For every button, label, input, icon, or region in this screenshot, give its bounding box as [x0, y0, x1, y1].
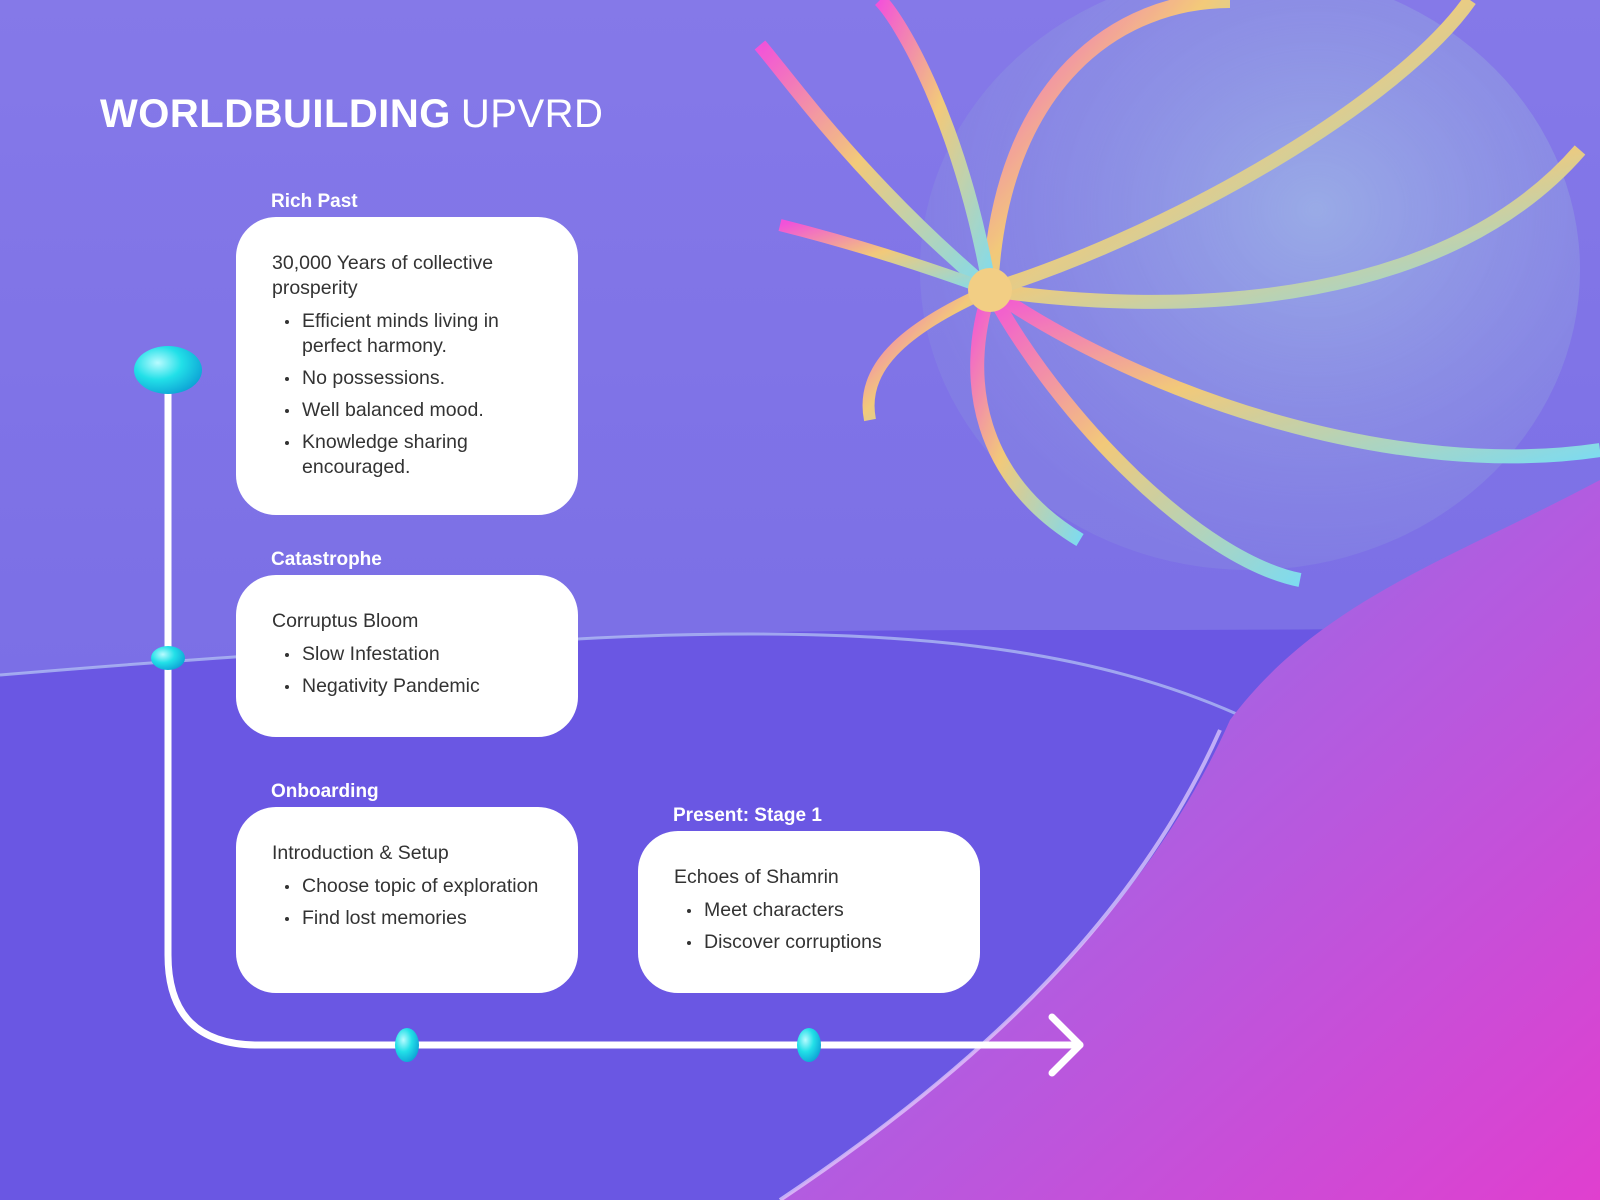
stage-card-rich-past: 30,000 Years of collective prosperity Ef… — [236, 217, 578, 515]
stage-card-present: Echoes of Shamrin Meet characters Discov… — [638, 831, 980, 993]
list-item: No possessions. — [272, 366, 548, 391]
list-item: Well balanced mood. — [272, 398, 548, 423]
timeline-node-catastrophe — [151, 646, 185, 670]
title-light: UPVRD — [460, 92, 604, 136]
list-item: Efficient minds living in perfect harmon… — [272, 309, 548, 359]
card-title: 30,000 Years of collective prosperity — [272, 252, 494, 299]
timeline-node-rich-past — [134, 346, 202, 394]
card-title: Echoes of Shamrin — [674, 866, 839, 888]
card-list: Meet characters Discover corruptions — [674, 898, 950, 955]
list-item: Discover corruptions — [674, 930, 950, 955]
card-list: Slow Infestation Negativity Pandemic — [272, 642, 548, 699]
list-item: Find lost memories — [272, 906, 548, 931]
list-item: Knowledge sharing encouraged. — [272, 430, 548, 480]
timeline-node-onboarding — [395, 1028, 419, 1062]
card-list: Efficient minds living in perfect harmon… — [272, 309, 548, 480]
timeline-node-present — [797, 1028, 821, 1062]
stage-label-present: Present: Stage 1 — [673, 805, 822, 826]
list-item: Negativity Pandemic — [272, 674, 548, 699]
stage-label-catastrophe: Catastrophe — [271, 549, 382, 570]
stage-card-catastrophe: Corruptus Bloom Slow Infestation Negativ… — [236, 575, 578, 737]
list-item: Meet characters — [674, 898, 950, 923]
stage-label-rich-past: Rich Past — [271, 191, 358, 212]
list-item: Choose topic of exploration — [272, 874, 548, 899]
card-title: Introduction & Setup — [272, 842, 449, 864]
stage-card-onboarding: Introduction & Setup Choose topic of exp… — [236, 807, 578, 993]
title-bold: WORLDBUILDING — [100, 92, 451, 136]
card-title: Corruptus Bloom — [272, 610, 419, 632]
stage-label-onboarding: Onboarding — [271, 781, 379, 802]
list-item: Slow Infestation — [272, 642, 548, 667]
card-list: Choose topic of exploration Find lost me… — [272, 874, 548, 931]
